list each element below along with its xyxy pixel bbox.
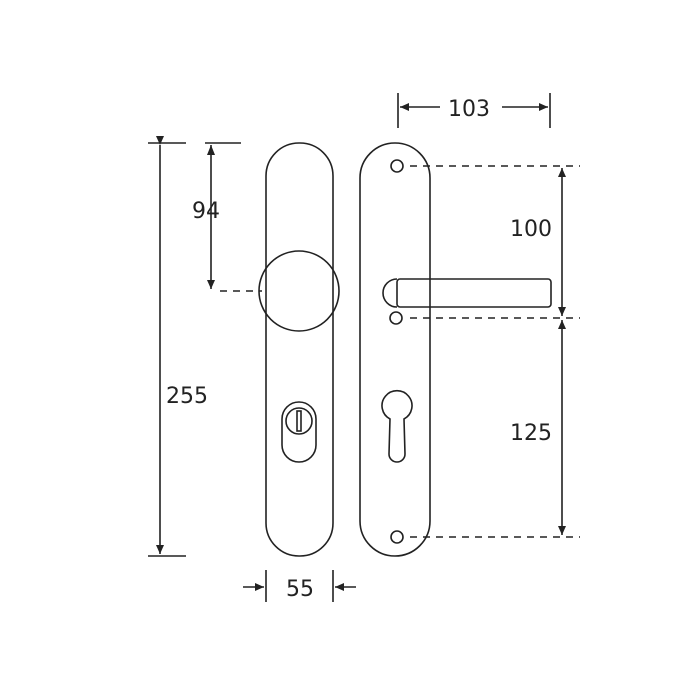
security-escutcheon [281, 401, 317, 463]
screw-hole-top [390, 159, 404, 173]
dimension-label-100: 100 [510, 217, 552, 242]
lever-handle [382, 278, 552, 308]
euro-cylinder-keyhole [381, 390, 413, 463]
dimension-100-125 [410, 165, 580, 538]
dimension-55 [243, 570, 356, 602]
dimension-label-103: 103 [448, 97, 490, 122]
lever-plate [359, 142, 431, 557]
knob [258, 250, 340, 332]
dimension-103 [397, 93, 551, 128]
screw-hole-bottom [390, 530, 404, 544]
dimension-255 [148, 136, 186, 557]
dimension-label-125: 125 [510, 421, 552, 446]
dimension-label-55: 55 [286, 577, 314, 602]
dimension-label-94: 94 [192, 199, 220, 224]
knob-plate [265, 142, 334, 557]
dimension-label-255: 255 [166, 384, 208, 409]
screw-hole-middle [389, 311, 403, 325]
dimension-94 [205, 142, 262, 292]
